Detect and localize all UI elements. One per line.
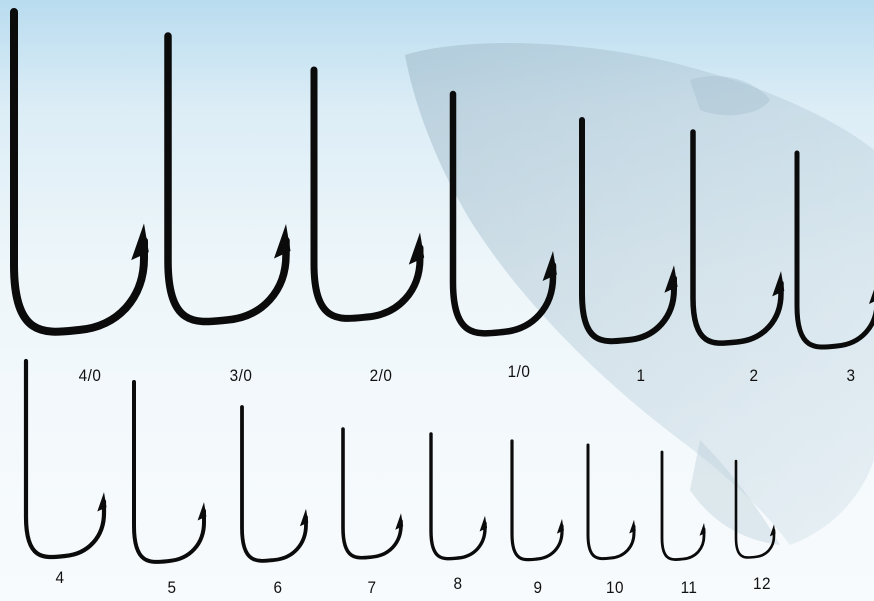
hook-shank (588, 445, 634, 559)
hook-row1-5-icon (693, 132, 784, 343)
hook-shank (582, 120, 674, 341)
hook-shank (314, 70, 420, 318)
hook-shank (26, 361, 104, 557)
hook-row2-1-icon (134, 382, 206, 562)
hook-shank (431, 434, 485, 559)
hook-shank (693, 132, 781, 343)
size-label-row2-1: 5 (168, 578, 177, 598)
size-label-row1-5: 2 (750, 366, 759, 386)
size-label-row1-6: 3 (847, 366, 856, 386)
hook-shank (736, 461, 774, 558)
hook-row1-1-icon (168, 36, 291, 322)
hook-barb (869, 281, 874, 304)
size-label-row2-2: 6 (274, 578, 283, 598)
hook-shank (14, 12, 144, 332)
hook-shank (797, 153, 874, 347)
hook-row2-2-icon (242, 407, 308, 561)
size-label-row2-8: 12 (753, 574, 771, 594)
hook-shank (134, 382, 204, 562)
hook-shank (343, 429, 401, 558)
hook-row1-0-icon (14, 12, 149, 332)
hook-row2-7-icon (662, 452, 706, 560)
hook-row1-3-icon (453, 94, 557, 333)
hook-shank (242, 407, 306, 561)
hook-row1-6-icon (797, 153, 874, 347)
size-label-row2-0: 4 (56, 568, 65, 588)
size-label-row2-4: 8 (454, 574, 463, 594)
hook-shank (512, 441, 562, 560)
size-label-row2-7: 11 (681, 578, 698, 598)
size-label-row1-3: 1/0 (508, 362, 531, 382)
hook-shank (662, 452, 704, 560)
size-label-row1-0: 4/0 (79, 366, 102, 386)
size-label-row2-5: 9 (534, 578, 543, 598)
hook-row2-5-icon (512, 441, 564, 560)
hook-shank (168, 36, 286, 322)
hook-shank (453, 94, 553, 333)
size-label-row1-4: 1 (637, 366, 646, 386)
size-label-row1-1: 3/0 (230, 366, 253, 386)
size-label-row2-6: 10 (606, 578, 624, 598)
hook-row2-0-icon (26, 361, 107, 557)
hook-row2-8-icon (736, 461, 776, 558)
size-label-row2-3: 7 (368, 578, 377, 598)
hook-row1-2-icon (314, 70, 424, 318)
hook-row2-4-icon (431, 434, 487, 559)
hook-row2-3-icon (343, 429, 403, 558)
size-label-row1-2: 2/0 (370, 366, 393, 386)
hook-row2-6-icon (588, 445, 636, 559)
hook-row1-4-icon (582, 120, 678, 341)
